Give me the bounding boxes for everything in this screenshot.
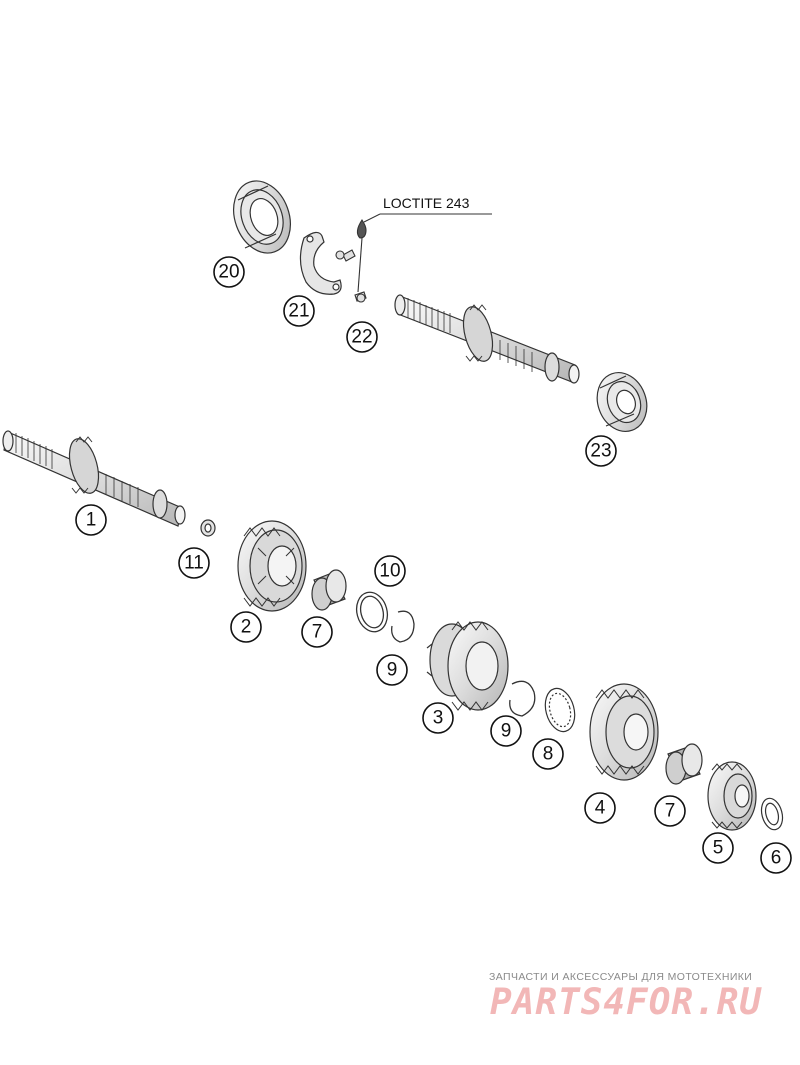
callout-10: 10 (374, 555, 406, 587)
callout-21: 21 (283, 295, 315, 327)
ring-part-11 (200, 519, 216, 537)
callout-10-label: 10 (379, 561, 400, 582)
mainshaft-part-1 (2, 430, 186, 527)
callout-3-label: 3 (433, 708, 444, 729)
bearing-part-23 (596, 372, 648, 432)
gear-part-3 (426, 621, 509, 711)
callout-7b-label: 7 (665, 801, 676, 822)
circlip-part-10 (355, 591, 389, 633)
callout-7a-label: 7 (312, 622, 323, 643)
loctite-label: LOCTITE 243 (383, 195, 470, 211)
bushing-part-7b (665, 743, 703, 785)
callout-5-label: 5 (713, 838, 724, 859)
loctite-leader-line (363, 213, 381, 223)
callout-group: 1 2 3 4 5 6 7 7 (75, 256, 792, 874)
callout-3: 3 (422, 702, 454, 734)
countershaft (394, 294, 580, 384)
callout-7a: 7 (301, 616, 333, 648)
callout-9a-label: 9 (387, 660, 398, 681)
callout-9b-label: 9 (501, 721, 512, 742)
callout-7b: 7 (654, 795, 686, 827)
callout-23-label: 23 (590, 441, 611, 462)
callout-8: 8 (532, 738, 564, 770)
callout-20: 20 (213, 256, 245, 288)
washer-part-6 (760, 797, 784, 831)
callout-20-label: 20 (218, 262, 239, 283)
callout-1: 1 (75, 504, 107, 536)
callout-4-label: 4 (595, 798, 606, 819)
callout-1-label: 1 (86, 510, 97, 531)
snap-ring-part-9a (391, 610, 415, 643)
callout-23: 23 (585, 435, 617, 467)
callout-9a: 9 (376, 654, 408, 686)
callout-6: 6 (760, 842, 792, 874)
bearing-part-20 (233, 180, 291, 254)
bushing-part-7a (311, 569, 347, 611)
callout-4: 4 (584, 792, 616, 824)
callout-22: 22 (346, 321, 378, 353)
callout-2: 2 (230, 611, 262, 643)
callout-6-label: 6 (771, 848, 782, 869)
watermark-tagline: ЗАПЧАСТИ И АКСЕССУАРЫ ДЛЯ МОТОТЕХНИКИ (489, 971, 753, 983)
callout-9b: 9 (490, 715, 522, 747)
washer-part-8 (544, 687, 576, 733)
screw-part-22 (335, 219, 367, 303)
bracket-part-21 (299, 231, 342, 295)
gear-part-4 (589, 683, 659, 781)
callout-11: 11 (178, 547, 210, 579)
callout-8-label: 8 (543, 744, 554, 765)
callout-5: 5 (702, 832, 734, 864)
callout-21-label: 21 (288, 301, 309, 322)
callout-11-label: 11 (184, 553, 204, 574)
gear-part-2 (237, 520, 307, 612)
gear-part-5 (707, 761, 757, 831)
snap-ring-part-9b (509, 680, 536, 717)
watermark-brand: PARTS4FOR.RU (490, 982, 763, 1023)
callout-2-label: 2 (241, 617, 252, 638)
callout-22-label: 22 (351, 327, 372, 348)
